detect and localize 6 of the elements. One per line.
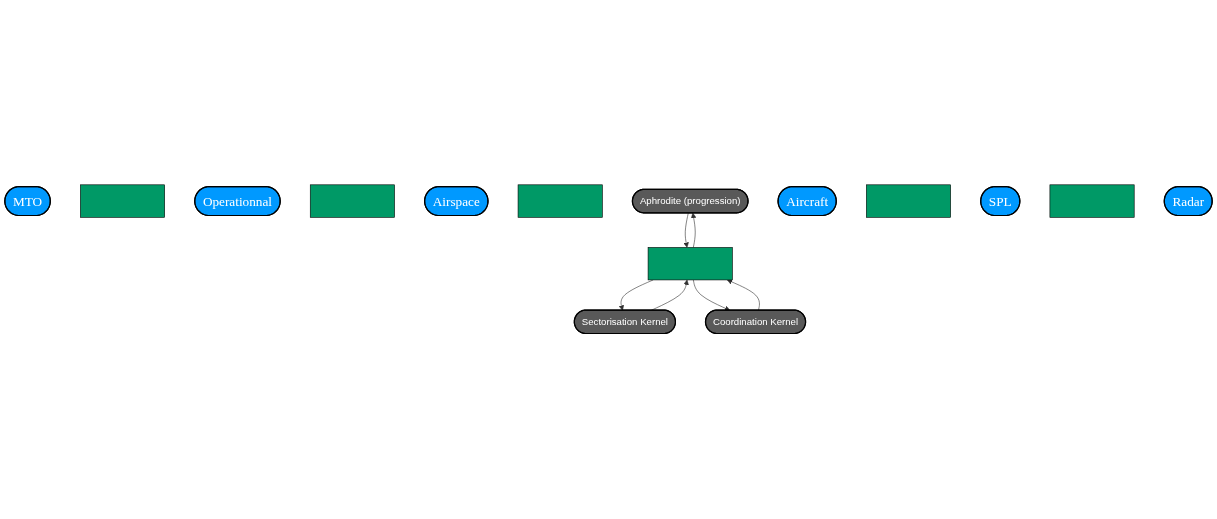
- node-bar: [80, 184, 165, 218]
- node-bar: [517, 184, 603, 218]
- node-bar: [1049, 184, 1135, 218]
- node-bar: [866, 184, 951, 218]
- node-bar: [309, 184, 395, 218]
- node-bar: [647, 247, 733, 281]
